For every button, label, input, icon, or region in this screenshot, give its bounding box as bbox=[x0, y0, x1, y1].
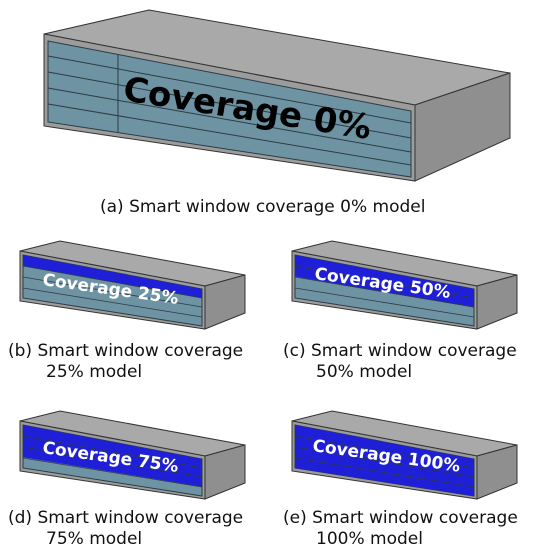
smart-film-area bbox=[23, 425, 202, 487]
smart-film bbox=[295, 255, 474, 308]
caption-c: (c) Smart window coverage 50% model bbox=[283, 341, 517, 383]
smart-film bbox=[23, 255, 202, 299]
caption-a-line-1: (a) Smart window coverage 0% model bbox=[100, 197, 426, 217]
model-panel-c: Coverage 50% bbox=[268, 235, 535, 335]
model-c-figure: Coverage 50% bbox=[291, 240, 518, 330]
caption-a: (a) Smart window coverage 0% model bbox=[100, 197, 425, 218]
glazing-lines bbox=[47, 54, 412, 166]
caption-b: (b) Smart window coverage 25% model bbox=[8, 341, 243, 383]
caption-c-line-1: (c) Smart window coverage bbox=[283, 341, 517, 361]
caption-b-line-1: (b) Smart window coverage bbox=[8, 341, 244, 361]
caption-c-line-2: 50% model bbox=[316, 362, 413, 382]
glazing-lines bbox=[294, 435, 475, 488]
glazing-panel bbox=[47, 40, 412, 178]
model-panel-a: Coverage 0% bbox=[0, 0, 535, 190]
model-b-figure: Coverage 25% bbox=[19, 240, 246, 330]
caption-b-line-2: 25% model bbox=[46, 362, 143, 382]
glazing-lines bbox=[22, 435, 203, 488]
smart-film-area bbox=[295, 425, 474, 496]
model-a-figure: Coverage 0% bbox=[43, 9, 511, 182]
caption-d-line-1: (d) Smart window coverage bbox=[8, 508, 244, 528]
smart-film bbox=[23, 425, 202, 487]
model-panel-b: Coverage 25% bbox=[0, 235, 267, 335]
caption-d: (d) Smart window coverage 75% model bbox=[8, 508, 243, 550]
smart-film-area bbox=[295, 255, 474, 308]
caption-e-line-2: 100% model bbox=[316, 529, 423, 549]
model-d-figure: Coverage 75% bbox=[19, 410, 246, 500]
model-panel-e: Coverage 100% bbox=[268, 405, 535, 505]
caption-d-line-2: 75% model bbox=[46, 529, 143, 549]
model-panel-d: Coverage 75% bbox=[0, 405, 267, 505]
model-e-figure: Coverage 100% bbox=[291, 410, 518, 500]
smart-film bbox=[295, 425, 474, 496]
caption-e-line-1: (e) Smart window coverage bbox=[283, 508, 518, 528]
smart-film-area bbox=[23, 255, 202, 299]
glazing-lines bbox=[22, 265, 203, 318]
caption-e: (e) Smart window coverage 100% model bbox=[283, 508, 518, 550]
glazing-lines bbox=[294, 265, 475, 318]
